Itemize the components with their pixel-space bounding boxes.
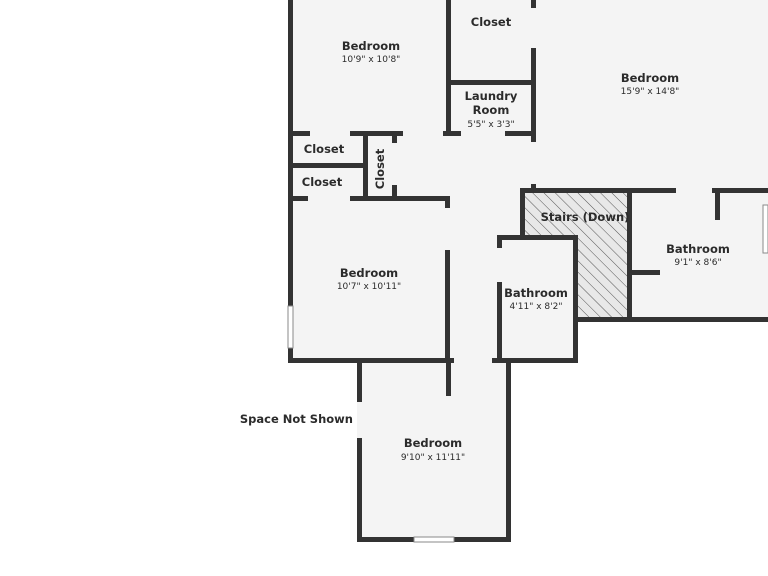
bedroom-ne-floor (534, 0, 768, 191)
room-name: Stairs (Down) (541, 210, 630, 224)
room-name: Closet (471, 15, 512, 29)
room-name: Bedroom (342, 39, 400, 53)
door-opening (461, 131, 505, 136)
room-labels: Bedroom 10'9" x 10'8" Closet Bedroom 15'… (240, 15, 730, 463)
wall (500, 358, 578, 363)
laundry-floor (450, 84, 534, 134)
window (413, 536, 455, 543)
wall (497, 235, 577, 240)
space-not-shown-label: Space Not Shown (240, 412, 353, 426)
room-name: Bedroom (404, 436, 462, 450)
room-name: Laundry (465, 89, 518, 103)
wall (506, 358, 511, 542)
hallway-lower-floor (447, 191, 500, 362)
wall (715, 188, 720, 220)
wall (288, 358, 508, 363)
door-opening (676, 188, 712, 193)
wall (446, 358, 451, 396)
wall (573, 235, 578, 363)
wall (531, 0, 536, 191)
door-opening (392, 143, 397, 185)
wall (288, 196, 450, 201)
bathroom-center-floor (500, 238, 575, 362)
wall (627, 188, 632, 321)
wall (520, 188, 768, 193)
closet-1-floor (291, 134, 366, 166)
wall (363, 131, 368, 201)
wall (630, 270, 660, 275)
room-name: Room (473, 103, 510, 117)
room-name: Closet (302, 175, 343, 189)
door-opening (531, 142, 536, 184)
room-dimensions: 9'10" x 11'11" (401, 453, 465, 463)
room-name: Closet (304, 142, 345, 156)
room-dimensions: 9'1" x 8'6" (674, 258, 721, 268)
door-opening (310, 131, 350, 136)
room-dimensions: 4'11" x 8'2" (510, 302, 563, 312)
room-dimensions: 10'9" x 10'8" (342, 55, 401, 65)
wall (445, 196, 450, 363)
room-name: Bedroom (340, 266, 398, 280)
closet-vertical-floor (366, 134, 395, 198)
bedroom-nw-floor (291, 0, 450, 134)
door-opening (403, 131, 443, 136)
room-name: Bedroom (621, 71, 679, 85)
wall (288, 0, 293, 362)
wall (446, 0, 451, 134)
bathroom-east-floor (630, 191, 768, 319)
room-dimensions: 5'5" x 3'3" (467, 120, 514, 130)
room-name: Bathroom (504, 286, 568, 300)
wall (446, 80, 536, 85)
doors (308, 8, 712, 438)
room-dimensions: 10'7" x 10'11" (337, 282, 401, 292)
wall (497, 235, 502, 363)
room-dimensions: 15'9" x 14'8" (621, 87, 680, 97)
wall (288, 163, 366, 168)
room-name: Bathroom (666, 242, 730, 256)
room-name: Closet (373, 148, 387, 189)
door-opening (308, 196, 350, 201)
window (287, 305, 294, 349)
door-opening (454, 358, 492, 363)
windows (287, 204, 768, 543)
closet-top-floor (450, 0, 534, 84)
wall (575, 317, 768, 322)
wall (357, 358, 362, 542)
door-opening (531, 8, 536, 48)
window (762, 204, 768, 254)
wall (520, 188, 525, 238)
door-opening (357, 402, 362, 438)
door-opening (497, 248, 502, 282)
bedroom-west-floor (291, 198, 447, 362)
closet-2-floor (291, 166, 366, 198)
door-opening (445, 208, 450, 250)
bedroom-south-floor (360, 362, 509, 540)
